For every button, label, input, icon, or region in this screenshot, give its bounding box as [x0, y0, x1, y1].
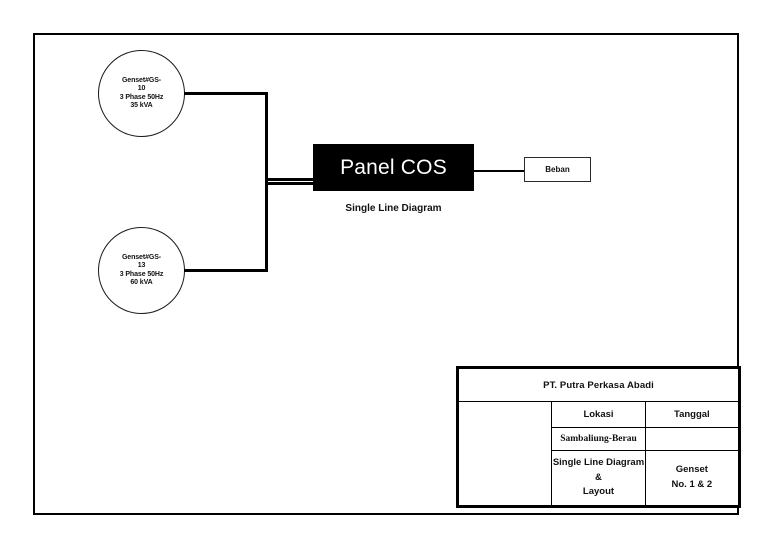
load-block-beban[interactable]: Beban [524, 157, 591, 182]
conductor-panel-to-load [474, 170, 525, 172]
value-tanggal [644, 427, 740, 451]
document-subject-line2: No. 1 & 2 [671, 479, 713, 490]
document-title-line1: Single Line Diagram [552, 456, 645, 468]
document-title-line2: & [595, 471, 602, 483]
document-subject-cell: Genset No. 1 & 2 [644, 450, 740, 506]
document-title-cell: Single Line Diagram & Layout [551, 450, 646, 506]
title-block: PT. Putra Perkasa Abadi Lokasi Tanggal S… [456, 366, 741, 508]
genset-symbol-1[interactable]: Genset#GS- 10 3 Phase 50Hz 35 kVA [98, 50, 185, 137]
panel-cos-block[interactable]: Panel COS [313, 144, 474, 191]
conductor-genset1-vertical [265, 92, 268, 185]
header-lokasi: Lokasi [551, 401, 646, 428]
genset-2-number: 13 [137, 262, 146, 270]
title-block-company-row: PT. Putra Perkasa Abadi [458, 368, 739, 402]
single-line-diagram-caption: Single Line Diagram [345, 203, 442, 214]
genset-symbol-2[interactable]: Genset#GS- 13 3 Phase 50Hz 60 kVA [98, 227, 185, 314]
genset-1-spec: 3 Phase 50Hz [119, 93, 164, 101]
panel-cos-label: Panel COS [340, 155, 447, 179]
title-block-table: PT. Putra Perkasa Abadi Lokasi Tanggal S… [457, 368, 740, 506]
conductor-genset2-horizontal [184, 269, 268, 272]
genset-1-number: 10 [137, 85, 146, 93]
genset-2-rating: 60 kVA [130, 278, 153, 286]
conductor-genset1-horizontal [184, 92, 268, 95]
title-block-left-blank-column [457, 401, 553, 506]
value-lokasi: Sambaliung-Berau [551, 427, 646, 451]
genset-2-spec: 3 Phase 50Hz [119, 270, 164, 278]
title-block-header-row: Lokasi Tanggal [457, 401, 740, 506]
drawing-frame-border: Genset#GS- 10 3 Phase 50Hz 35 kVA Genset… [33, 33, 741, 515]
header-tanggal: Tanggal [644, 401, 740, 428]
genset-1-rating: 35 kVA [130, 101, 153, 109]
genset-1-name: Genset#GS- [121, 77, 162, 84]
document-subject-line1: Genset [675, 464, 708, 476]
conductor-genset2-vertical [265, 178, 268, 272]
genset-2-name: Genset#GS- [121, 254, 162, 261]
company-name-cell: PT. Putra Perkasa Abadi [458, 368, 739, 402]
document-title-line3: Layout [582, 486, 615, 498]
title-block-document-row: Single Line Diagram & Layout Genset No. … [459, 450, 740, 506]
beban-label: Beban [545, 165, 570, 174]
conductor-genset1-to-panel [265, 182, 315, 185]
conductor-genset2-to-panel [265, 178, 315, 181]
